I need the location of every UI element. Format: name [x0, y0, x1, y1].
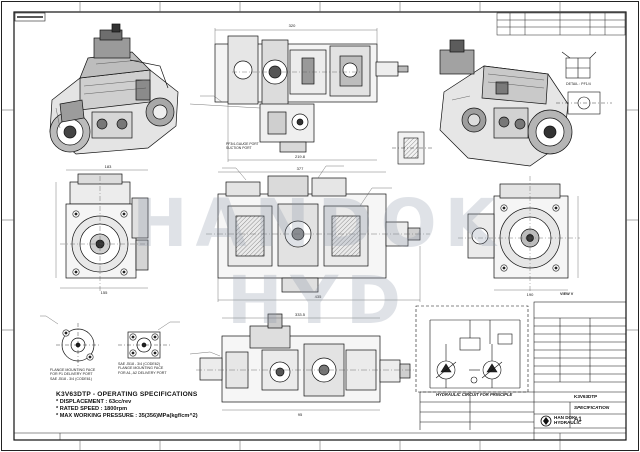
- suction-port-label: PF3/4-GAUGE PORT SUCTION PORT: [226, 142, 259, 150]
- left-side-view: [65, 173, 149, 279]
- isometric-view-front: [49, 23, 179, 155]
- front-flange-caption: FLANGE MOUNTING FACE FOR P1 DELIVERY POR…: [50, 368, 96, 381]
- title-block-sheet: A1: [574, 417, 582, 423]
- dimension-333-5: 333.5: [295, 312, 306, 317]
- title-block: [419, 301, 627, 441]
- dimension-435: 435: [315, 294, 322, 299]
- rear-flange-caption: SAE J518 - 3/4 (CODE62) FLANGE MOUNTING …: [118, 362, 167, 375]
- spec-rated-speed: * RATED SPEED : 1800rpm: [56, 406, 128, 412]
- dimension-219-8: 219.8: [295, 154, 306, 159]
- dimension-377: 377: [297, 166, 304, 171]
- title-block-company-1: HAN DOK: [554, 415, 576, 420]
- bottom-view: [199, 313, 411, 403]
- spec-max-pressure: * MAX WORKING PRESSURE : 35(356)MPa(kgf/…: [56, 413, 198, 419]
- dimension-183: 183: [105, 164, 112, 169]
- title-block-model: K3V63DTP: [574, 394, 598, 399]
- operating-specifications: K3V63DTP - OPERATING SPECIFICATIONS * DI…: [56, 391, 256, 420]
- hydraulic-circuit: [415, 305, 529, 393]
- drawing-number-tag: [14, 12, 46, 22]
- detail-label: DETAIL : PF1/4: [566, 82, 591, 86]
- circuit-caption: HYDRAULIC CIRCUIT FOR PRINCIPLE: [436, 392, 513, 397]
- rear-flange-detail: [118, 331, 170, 359]
- title-block-drawing-title: SPECIFICATION: [574, 405, 610, 410]
- dimension-155: 155: [101, 290, 108, 295]
- detail-port-view: [556, 51, 612, 115]
- top-view: [214, 35, 409, 153]
- company-logo-icon: [540, 415, 552, 427]
- title-block-company-2: HYDRAULIC: [554, 420, 582, 425]
- revision-table: [496, 12, 626, 36]
- detail-gauge-port: [392, 131, 432, 165]
- view-label: VIEW V: [560, 292, 574, 296]
- dimension-95: 95: [298, 412, 303, 417]
- dimension-190: 190: [527, 292, 534, 297]
- dimension-320: 320: [289, 23, 296, 28]
- spec-displacement: * DISPLACEMENT : 63cc/rev: [56, 399, 132, 405]
- bottom-strip: [14, 432, 626, 440]
- right-side-view: [467, 183, 569, 279]
- front-view: [217, 175, 421, 293]
- spec-title: K3V63DTP - OPERATING SPECIFICATIONS: [56, 391, 198, 398]
- front-flange-detail: [56, 323, 100, 367]
- isometric-view-rear: [439, 39, 573, 167]
